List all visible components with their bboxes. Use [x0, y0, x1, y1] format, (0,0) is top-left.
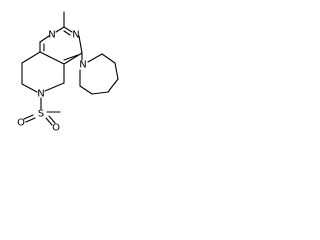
atom-n-piperidine: N	[37, 89, 44, 100]
bond-c4-c4a-double	[63, 54, 79, 61]
bond-azepane-4	[107, 78, 119, 93]
bond-c2-n3-double	[63, 30, 71, 36]
bond-s-o-right	[45, 117, 53, 126]
bond-azepane-5	[91, 91, 109, 95]
atom-o-sulfonyl-right: O	[52, 123, 60, 134]
bond-azepane-1	[87, 53, 103, 63]
bond-azepane-3	[114, 62, 119, 80]
bond-c8a-n1	[39, 35, 50, 43]
atom-s-sulfonyl: S	[38, 109, 44, 120]
bond-n1-c2	[55, 26, 65, 33]
atom-labels: N N N N S O O	[17, 30, 87, 134]
molecule-diagram: N N N N S O O	[0, 0, 122, 133]
atom-o-sulfonyl-left: O	[17, 118, 25, 129]
bond-s-o-left	[25, 117, 36, 123]
bonds	[21, 11, 119, 126]
bond-azepane-2	[101, 53, 116, 64]
bond-n6-c5	[44, 82, 65, 92]
bond-c4-c4a	[63, 52, 83, 65]
bond-c8a-c8	[21, 51, 41, 64]
bond-n3-c4	[78, 35, 83, 54]
bond-c7-n6	[21, 83, 38, 93]
bond-s-o-right-double	[48, 115, 56, 124]
atom-n-pyrimidine-top: N	[48, 30, 55, 41]
atom-n-azepane: N	[79, 60, 86, 71]
structure-drawing: N N N N S O O	[17, 11, 119, 134]
bond-azepane-6	[79, 85, 93, 95]
atom-n-pyrimidine-right: N	[72, 30, 79, 41]
bond-s-o-left-double	[23, 114, 34, 120]
bond-c2-n3	[63, 26, 73, 33]
bond-c4a-c8a	[39, 51, 65, 65]
